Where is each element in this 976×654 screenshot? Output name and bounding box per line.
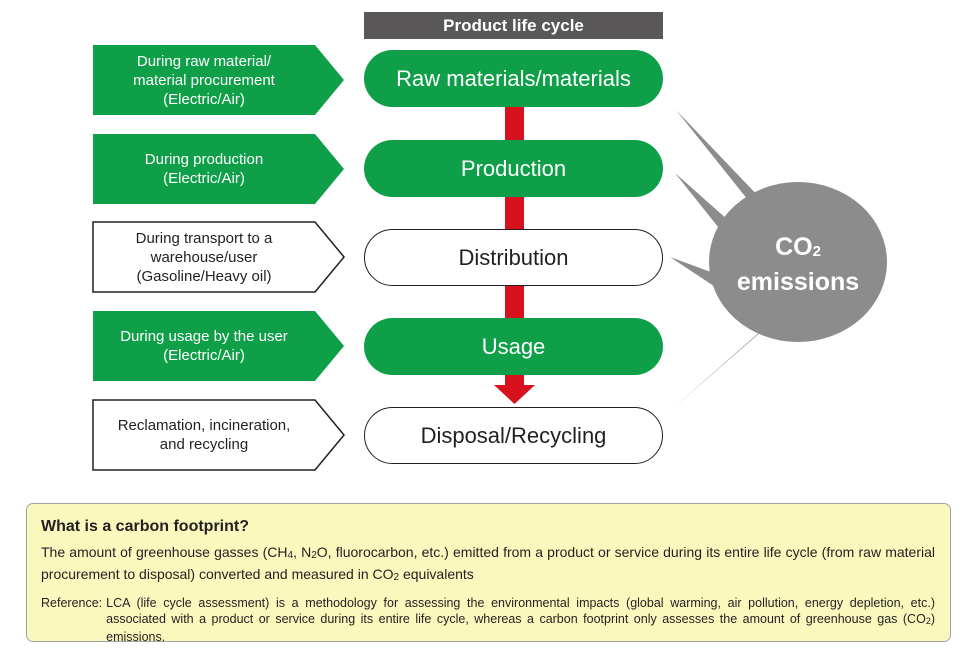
source-tag-line: (Electric/Air): [163, 170, 245, 187]
co2-text: CO: [775, 233, 813, 261]
stage-disposal-recycling: Disposal/Recycling: [364, 407, 663, 464]
source-tag-line: warehouse/user: [150, 248, 258, 266]
source-tag-line: (Electric/Air): [163, 90, 245, 108]
stage-raw-materials: Raw materials/materials: [364, 50, 663, 107]
co2-subscript: 2: [812, 243, 821, 260]
source-tag-shape-5: [92, 399, 345, 471]
co2-cloud: [709, 182, 887, 342]
reference-text: LCA (life cycle assessment) is a methodo…: [106, 596, 935, 644]
source-tag-line: During production: [144, 151, 264, 168]
source-tag-line: During raw material/: [136, 52, 272, 70]
co2-emissions-label: CO2 emissions: [728, 232, 868, 298]
stage-production: Production: [364, 140, 663, 197]
stage-distribution: Distribution: [364, 229, 663, 286]
carbon-footprint-info-box: What is a carbon footprint? The amount o…: [26, 503, 951, 645]
flow-arrow-head: [494, 385, 535, 404]
source-tag-line: During usage by the user: [120, 328, 288, 345]
source-tag-line: During transport to a: [135, 229, 273, 247]
source-tag-line: material procurement: [133, 71, 275, 89]
source-tag-shape-4: [93, 311, 344, 381]
info-reference: Reference: LCA (life cycle assessment) i…: [41, 595, 935, 645]
source-tag-line: Reclamation, incineration,: [117, 417, 291, 434]
source-tag-transport: During transport to a warehouse/user (Ga…: [93, 222, 315, 292]
product-life-cycle-header: Product life cycle: [364, 12, 663, 39]
stage-usage: Usage: [364, 318, 663, 375]
source-tag-raw-material: During raw material/ material procuremen…: [93, 45, 315, 115]
emissions-text: emissions: [736, 268, 860, 296]
source-tag-shape-2: [93, 134, 344, 204]
info-definition: The amount of greenhouse gasses (CH4, N2…: [41, 544, 936, 583]
source-tag-shape-3: [92, 221, 345, 293]
source-tag-production: During production (Electric/Air): [93, 134, 315, 204]
info-title: What is a carbon footprint?: [41, 518, 249, 535]
source-tag-shape-1: [93, 45, 344, 115]
source-tag-reclamation: Reclamation, incineration, and recycling: [93, 400, 315, 470]
diagram-graphics: [92, 45, 887, 471]
source-tag-line: and recycling: [159, 436, 249, 453]
source-tag-usage: During usage by the user (Electric/Air): [93, 311, 315, 381]
reference-label: Reference:: [41, 596, 103, 610]
source-tag-line: (Electric/Air): [163, 347, 245, 364]
source-tag-line: (Gasoline/Heavy oil): [136, 267, 272, 285]
